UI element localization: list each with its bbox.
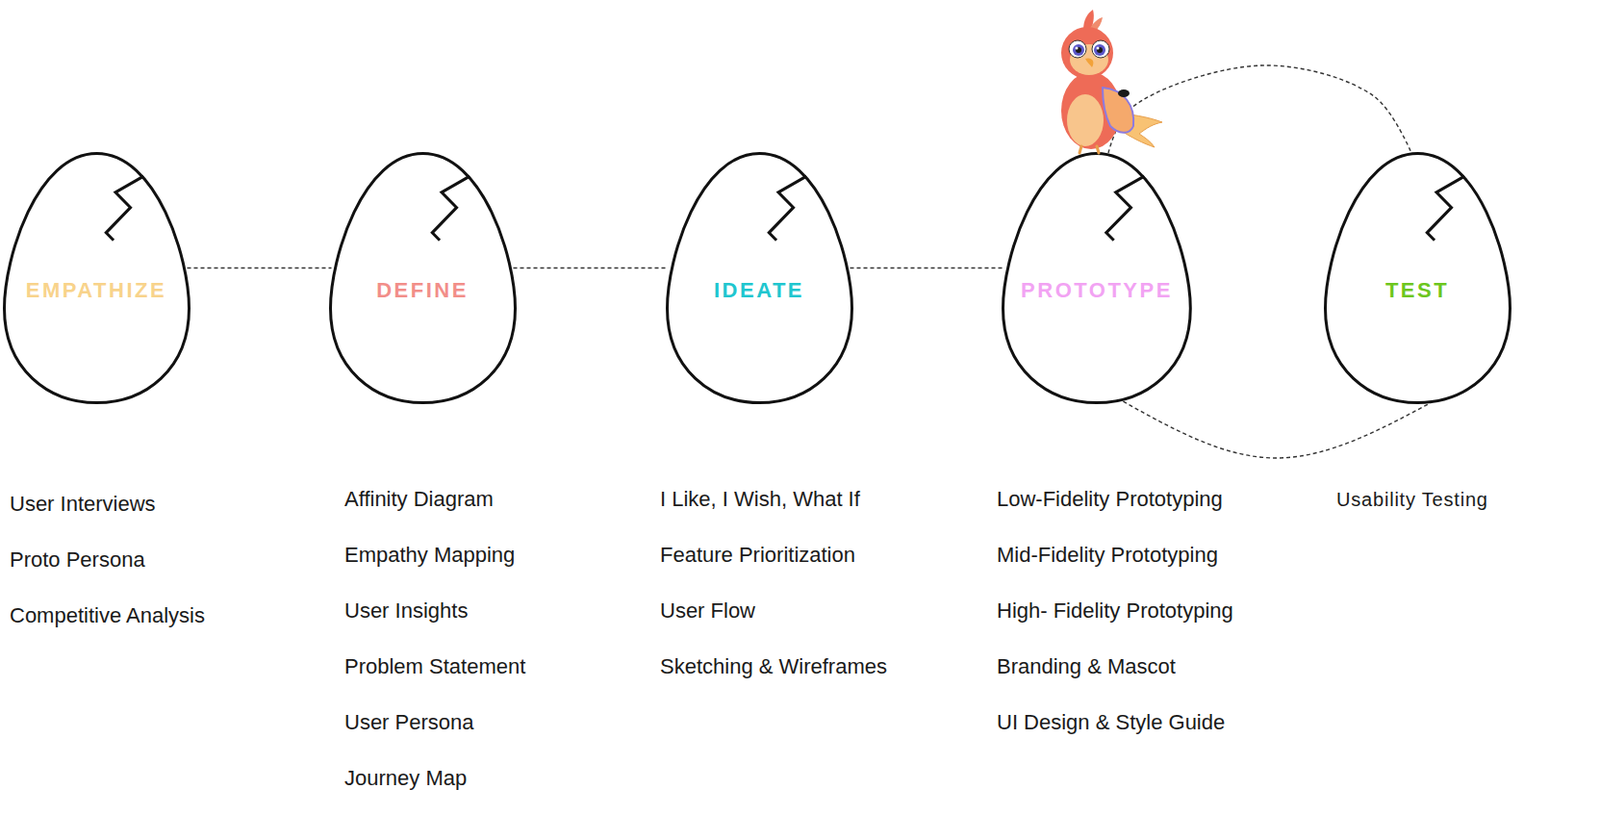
method-item: UI Design & Style Guide <box>996 709 1234 737</box>
egg-outline <box>665 152 854 405</box>
parrot-face <box>1069 44 1109 76</box>
egg-shell <box>3 153 189 404</box>
method-list: Usability Testing <box>1336 485 1489 542</box>
parrot-head <box>1061 26 1114 79</box>
method-item: User Flow <box>660 597 888 625</box>
egg-shell <box>666 153 852 404</box>
egg-stage: PROTOTYPE <box>1001 152 1193 405</box>
egg-outline <box>329 152 517 405</box>
parrot-tail <box>1114 112 1163 148</box>
stage-title: TEST <box>1385 278 1449 304</box>
parrot-beak <box>1085 57 1093 68</box>
dashed-connector <box>187 267 332 269</box>
method-item: Competitive Analysis <box>9 602 205 630</box>
method-item: Mid-Fidelity Prototyping <box>996 541 1234 569</box>
egg-stage: DEFINE <box>329 152 517 405</box>
egg-shell <box>330 153 515 404</box>
method-item: Proto Persona <box>9 546 205 574</box>
method-item: High- Fidelity Prototyping <box>996 597 1234 625</box>
egg-crack <box>768 176 807 241</box>
method-item: Feature Prioritization <box>660 541 888 569</box>
method-item: Usability Testing <box>1336 485 1489 513</box>
parrot-foot <box>1079 146 1082 153</box>
parrot-spot <box>1117 89 1130 98</box>
method-list: Low-Fidelity PrototypingMid-Fidelity Pro… <box>996 485 1234 765</box>
method-list: User InterviewsProto PersonaCompetitive … <box>9 490 205 659</box>
method-item: I Like, I Wish, What If <box>660 485 888 513</box>
method-item: Branding & Mascot <box>996 653 1234 681</box>
parrot-iris <box>1072 44 1085 56</box>
egg-outline <box>1001 152 1193 405</box>
egg-crack <box>1426 176 1465 241</box>
method-item: Journey Map <box>344 764 526 792</box>
egg-crack <box>105 176 144 241</box>
dashed-connector <box>1122 401 1434 458</box>
dashed-connector <box>513 267 669 269</box>
parrot-wing <box>1102 87 1134 133</box>
method-list: I Like, I Wish, What If Feature Prioritiz… <box>660 485 888 710</box>
parrot-iris <box>1093 44 1106 56</box>
stage-title: PROTOTYPE <box>1020 278 1173 304</box>
method-item: User Insights <box>344 597 526 625</box>
method-item: Affinity Diagram <box>344 485 526 513</box>
method-item: Sketching & Wireframes <box>660 653 888 681</box>
egg-shell <box>1324 153 1510 404</box>
parrot-crest <box>1089 17 1103 32</box>
egg-stage: TEST <box>1323 152 1512 405</box>
parrot-belly <box>1066 94 1104 147</box>
method-item: User Interviews <box>9 490 205 518</box>
parrot-crest <box>1083 9 1094 30</box>
parrot-highlight <box>1096 47 1100 51</box>
method-item: Low-Fidelity Prototyping <box>996 485 1234 513</box>
method-item: User Persona <box>344 709 526 737</box>
method-item: Empathy Mapping <box>344 541 526 569</box>
parrot-body <box>1061 72 1121 150</box>
method-item: Problem Statement <box>344 653 526 681</box>
egg-stage: EMPATHIZE <box>2 152 191 405</box>
dashed-connector <box>1108 65 1412 153</box>
stage-title: DEFINE <box>376 278 469 304</box>
parrot-foot <box>1096 146 1099 153</box>
parrot-pupil <box>1075 47 1082 53</box>
stage-title: EMPATHIZE <box>25 278 167 304</box>
egg-outline <box>1323 152 1512 405</box>
parrot-highlight <box>1075 47 1079 51</box>
egg-outline <box>2 152 191 405</box>
method-list: Affinity DiagramEmpathy MappingUser Insi… <box>344 485 526 815</box>
egg-stage: IDEATE <box>665 152 854 405</box>
egg-shell <box>1003 153 1192 404</box>
egg-crack <box>431 176 470 241</box>
parrot-eye <box>1068 40 1087 58</box>
dashed-connector <box>850 267 1006 269</box>
stage-title: IDEATE <box>713 278 805 304</box>
parrot-pupil <box>1096 47 1103 53</box>
parrot-eye <box>1092 40 1110 58</box>
egg-crack <box>1106 176 1145 241</box>
